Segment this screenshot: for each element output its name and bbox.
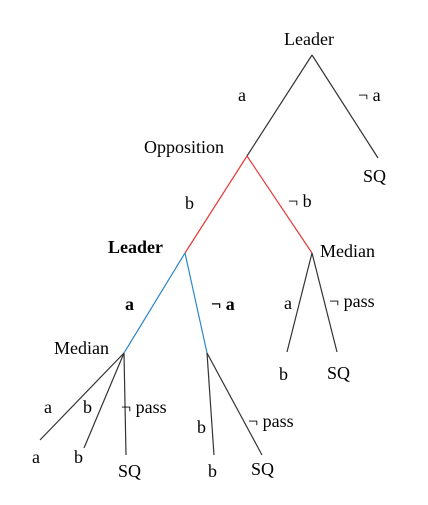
edge-root-not-a: [311, 54, 379, 159]
edge-label-median-right-a: a: [284, 293, 292, 313]
edge-label-leader2-right-not-pass: ¬ pass: [248, 411, 294, 431]
edge-label-root-not-a: ¬ a: [358, 85, 381, 105]
edge-median-left-b: [83, 352, 125, 449]
edge-median-right-a: [286, 252, 313, 353]
edge-opposition-not-b: [246, 155, 313, 254]
leaf-median-left-b: b: [74, 447, 83, 467]
edge-label-median-left-b: b: [83, 397, 92, 417]
edge-median-left-a: [39, 352, 125, 441]
leaf-median-right-b: b: [279, 364, 288, 384]
node-median-left: Median: [54, 338, 109, 358]
node-opposition: Opposition: [144, 137, 225, 157]
node-root-leader: Leader: [284, 29, 334, 49]
edge-label-leader2-right-b: b: [197, 417, 206, 437]
leaf-root-sq: SQ: [363, 166, 387, 186]
node-leader-second: Leader: [108, 237, 163, 257]
edge-median-right-not-pass: [311, 252, 338, 353]
edge-label-opposition-not-b: ¬ b: [288, 191, 312, 211]
edge-opposition-b: [184, 155, 248, 254]
edge-leader2-right-b: [206, 352, 215, 456]
edge-label-root-a: a: [238, 85, 246, 105]
edge-leader2-right-not-pass: [206, 352, 263, 456]
edge-label-median-right-not-pass: ¬ pass: [329, 291, 375, 311]
edge-label-median-left-a: a: [44, 397, 52, 417]
leaf-leader2-b: b: [208, 461, 217, 481]
edge-label-opposition-b: b: [185, 193, 194, 213]
edge-leader2-not-a: [184, 252, 208, 354]
leaf-median-right-sq: SQ: [327, 363, 351, 383]
leaf-median-left-sq: SQ: [118, 461, 142, 481]
edge-root-a: [246, 54, 313, 157]
node-median-right: Median: [320, 241, 375, 261]
edge-label-leader2-a: a: [125, 294, 134, 314]
leaf-median-left-a: a: [32, 447, 40, 467]
edge-label-leader2-not-a: ¬ a: [211, 294, 235, 314]
edge-median-left-not-pass: [123, 352, 127, 456]
edge-leader2-a: [123, 252, 186, 354]
leaf-leader2-sq: SQ: [251, 459, 275, 479]
edge-label-median-left-not-pass: ¬ pass: [121, 397, 167, 417]
